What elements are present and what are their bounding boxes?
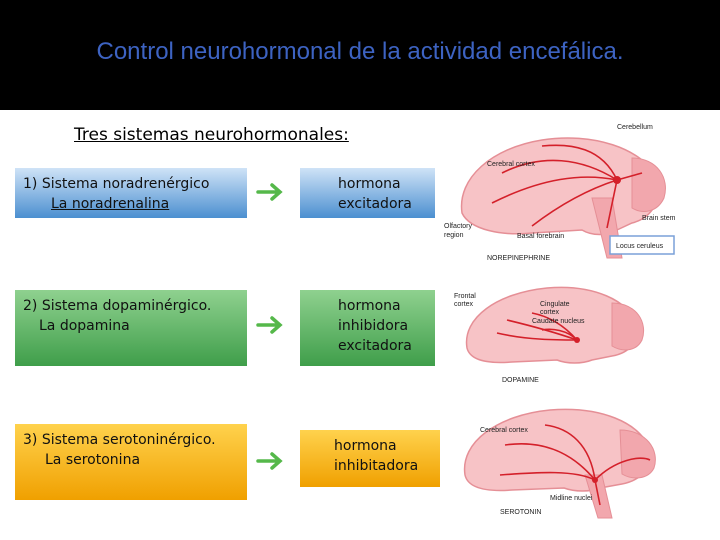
system-dopaminergic-box: 2) Sistema dopaminérgico. La dopamina bbox=[15, 290, 247, 366]
hormone-box-2: hormona inhibidora excitadora bbox=[300, 290, 435, 366]
label-frontal-cortex-2: cortex bbox=[454, 301, 474, 308]
cerebellum-shape bbox=[619, 429, 656, 479]
brain-outline bbox=[460, 137, 660, 236]
hormone-box-1: hormona excitadora bbox=[300, 168, 435, 218]
arrow-right-icon bbox=[256, 452, 283, 470]
dopamine-origin-dot bbox=[574, 337, 580, 343]
label-cingulate-cortex-2: cortex bbox=[540, 309, 560, 316]
serotonin-pathways bbox=[499, 424, 651, 506]
hormone-1-line-1: hormona bbox=[338, 176, 401, 192]
label-olfactory-region: region bbox=[444, 232, 464, 239]
label-locus-ceruleus: Locus ceruleus bbox=[616, 243, 664, 250]
cerebellum-shape bbox=[611, 302, 645, 351]
slide-subtitle: Tres sistemas neurohormonales: bbox=[74, 125, 349, 145]
dopamine-caption: DOPAMINE bbox=[502, 377, 539, 384]
system-noradrenergic-box: 1) Sistema noradrenérgico La noradrenali… bbox=[15, 168, 247, 218]
label-cingulate-cortex: Cingulate bbox=[540, 301, 570, 308]
label-cerebral-cortex: Cerebral cortex bbox=[480, 427, 528, 434]
label-cerebellum: Cerebellum bbox=[617, 124, 653, 131]
system-dopaminergic-title: 2) Sistema dopaminérgico. bbox=[23, 298, 212, 314]
hormone-2-line-2: inhibidora bbox=[338, 318, 409, 334]
hormone-3-line-2: inhibitadora bbox=[334, 458, 419, 474]
label-frontal-cortex: Frontal bbox=[454, 293, 476, 300]
slide-title: Control neurohormonal de la actividad en… bbox=[96, 38, 624, 65]
hormone-box-3: hormona inhibitadora bbox=[300, 430, 440, 487]
label-basal-forebrain: Basal forebrain bbox=[517, 233, 564, 240]
system-serotonergic-substance: La serotonina bbox=[45, 452, 141, 468]
norepinephrine-caption: NOREPINEPHRINE bbox=[487, 255, 550, 262]
label-caudate-nucleus: Caudate nucleus bbox=[532, 318, 585, 325]
hormone-1-line-2: excitadora bbox=[338, 196, 412, 212]
label-olfactory: Olfactory bbox=[444, 223, 473, 230]
system-dopaminergic-substance: La dopamina bbox=[39, 318, 130, 334]
norepinephrine-brain-diagram: Cerebellum Cerebral cortex Olfactory reg… bbox=[444, 124, 676, 262]
midline-nuclei-dot bbox=[592, 477, 598, 483]
hormone-2-line-3: excitadora bbox=[338, 338, 412, 354]
hormone-3-line-1: hormona bbox=[334, 438, 397, 454]
locus-ceruleus-label-box bbox=[609, 235, 675, 255]
dopamine-pathways bbox=[496, 312, 578, 341]
arrow-right-icon bbox=[256, 316, 283, 334]
serotonin-brain-diagram: Cerebral cortex Midline nuclei SEROTONIN bbox=[463, 408, 656, 519]
header-bar bbox=[0, 0, 720, 110]
system-serotonergic-box: 3) Sistema serotoninérgico. La serotonin… bbox=[15, 424, 247, 500]
arrow-right-icon bbox=[256, 183, 283, 201]
label-cerebral-cortex: Cerebral cortex bbox=[487, 161, 535, 168]
system-serotonergic-title: 3) Sistema serotoninérgico. bbox=[23, 432, 216, 448]
cerebellum-shape bbox=[631, 157, 666, 212]
serotonin-caption: SEROTONIN bbox=[500, 509, 542, 516]
label-midline-nuclei: Midline nuclei bbox=[550, 495, 593, 502]
norepinephrine-pathways bbox=[491, 144, 643, 229]
dopamine-brain-diagram: Frontal cortex Cingulate cortex Caudate … bbox=[454, 286, 645, 384]
system-noradrenergic-title: 1) Sistema noradrenérgico bbox=[23, 176, 210, 192]
locus-ceruleus-dot bbox=[613, 176, 621, 184]
hormone-2-line-1: hormona bbox=[338, 298, 401, 314]
label-brain-stem: Brain stem bbox=[642, 215, 676, 222]
system-noradrenergic-substance: La noradrenalina bbox=[51, 196, 170, 212]
